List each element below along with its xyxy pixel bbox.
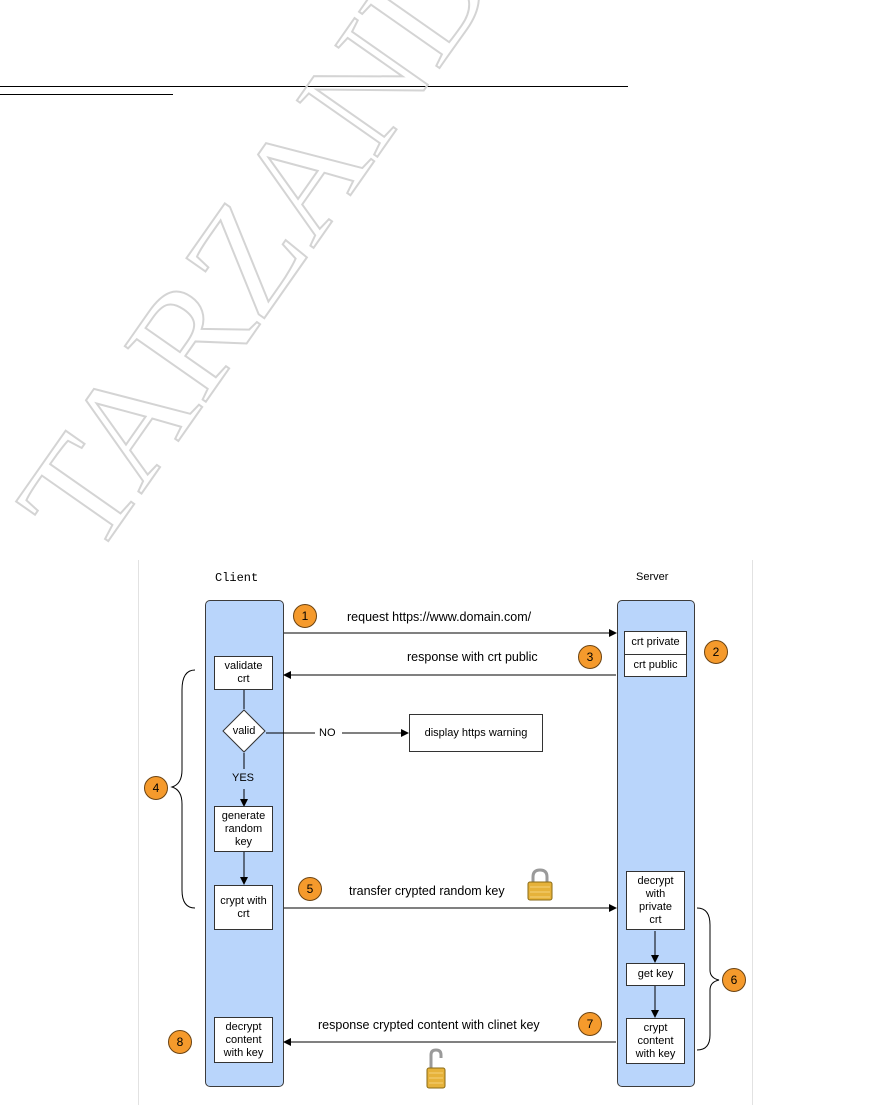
decrypt-with-private-box: decrypt with private crt xyxy=(626,871,685,930)
box-text: decrypt xyxy=(225,1020,262,1033)
request-message: request https://www.domain.com/ xyxy=(347,610,532,624)
validity-decision xyxy=(222,709,266,753)
horizontal-rule xyxy=(0,86,628,87)
get-key-box: get key xyxy=(626,963,685,986)
no-label: NO xyxy=(319,727,336,739)
box-text: crt xyxy=(237,673,250,685)
decision-label: valid xyxy=(232,725,256,737)
step-badge-1: 1 xyxy=(293,604,317,628)
brace-step-4 xyxy=(170,669,196,909)
response-crt-message: response with crt public xyxy=(407,650,538,664)
box-text: random xyxy=(224,822,263,835)
box-text: validate xyxy=(224,660,263,672)
response-content-message: response crypted content with clinet key xyxy=(318,1018,540,1032)
box-text: private xyxy=(638,900,673,913)
step-badge-2: 2 xyxy=(704,640,728,664)
generate-random-key-box: generate random key xyxy=(214,806,273,852)
server-lane xyxy=(617,600,695,1087)
box-text: decrypt xyxy=(637,874,674,887)
box-text: content xyxy=(225,1033,262,1046)
crypt-content-box: crypt content with key xyxy=(626,1018,685,1064)
https-warning-box: display https warning xyxy=(409,714,543,752)
lock-closed-icon xyxy=(527,868,553,901)
brace-step-6 xyxy=(696,907,720,1051)
frame-left-border xyxy=(138,560,139,1105)
box-text: with key xyxy=(635,1047,676,1060)
server-lane-label: Server xyxy=(636,571,669,583)
client-lane-label: Client xyxy=(215,571,259,585)
box-text: crypt xyxy=(643,1021,668,1034)
crt-public-label: crt public xyxy=(633,658,678,671)
crypt-with-crt-box: crypt with crt xyxy=(214,885,273,930)
step-badge-5: 5 xyxy=(298,877,322,901)
box-text: with key xyxy=(223,1046,264,1059)
step-badge-7: 7 xyxy=(578,1012,602,1036)
box-text: crypt with xyxy=(220,894,267,907)
box-text: with xyxy=(645,887,666,900)
crt-private-label: crt private xyxy=(625,632,686,655)
yes-label: YES xyxy=(232,772,255,784)
decrypt-content-box: decrypt content with key xyxy=(214,1017,273,1063)
box-text: crt xyxy=(649,913,662,926)
horizontal-rule-short xyxy=(0,94,173,95)
lock-open-icon xyxy=(426,1048,446,1089)
step-badge-8: 8 xyxy=(168,1030,192,1054)
crt-key-pair-box: crt private crt public xyxy=(624,631,687,677)
step-badge-4: 4 xyxy=(144,776,168,800)
box-text: generate xyxy=(221,809,266,822)
step-badge-3: 3 xyxy=(578,645,602,669)
transfer-message: transfer crypted random key xyxy=(349,884,505,898)
frame-right-border xyxy=(752,560,753,1105)
step-badge-6: 6 xyxy=(722,968,746,992)
validate-crt-box: validate crt xyxy=(214,656,273,690)
box-text: key xyxy=(234,835,253,848)
box-text: crt xyxy=(237,907,250,920)
box-text: content xyxy=(637,1034,674,1047)
